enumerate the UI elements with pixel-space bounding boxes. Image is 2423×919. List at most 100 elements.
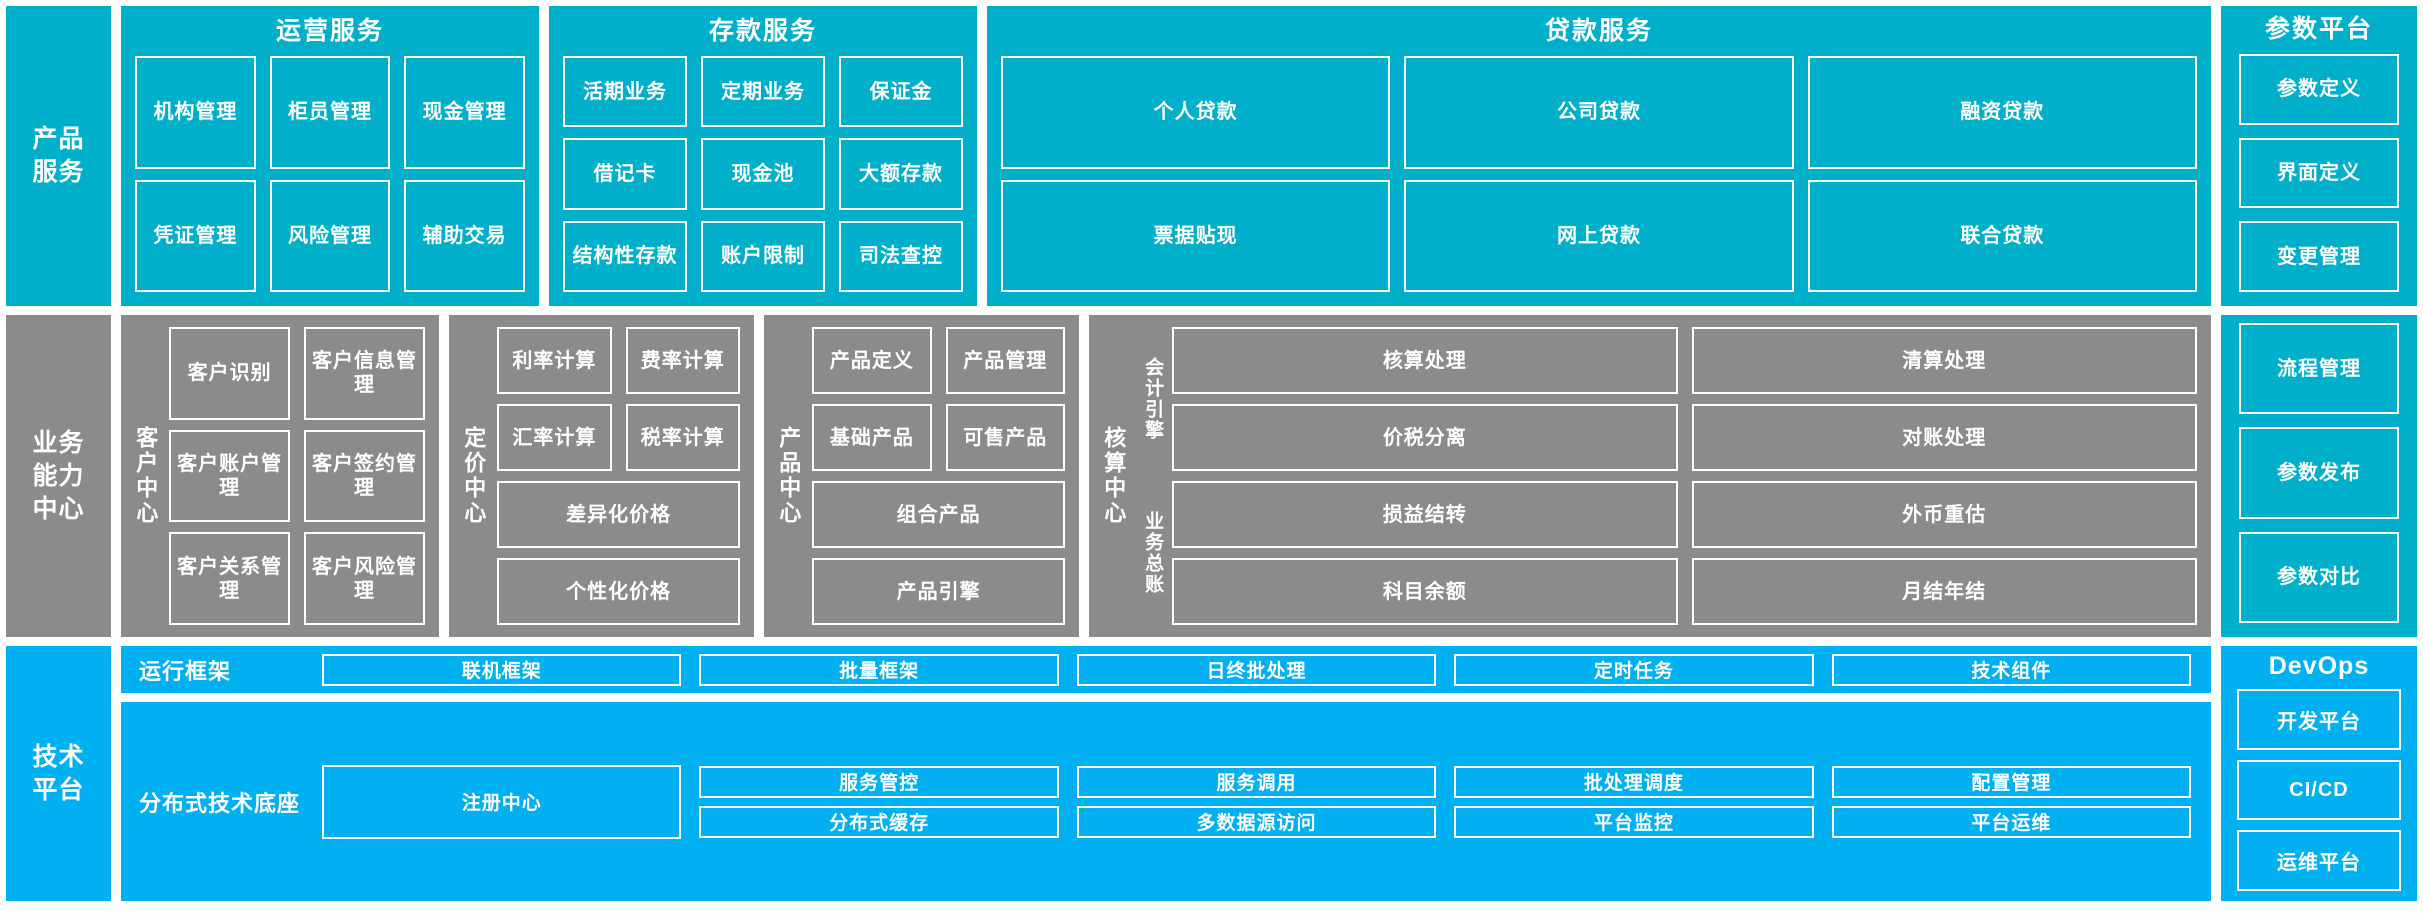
tile-batch-scheduling[interactable]: 批处理调度 [1454, 765, 1814, 798]
tile-profit-loss-carryover[interactable]: 损益结转 [1172, 481, 1678, 548]
tile-product-engine[interactable]: 产品引擎 [812, 558, 1065, 625]
business-capability-band: 业务 能力 中心 客户中心 客户识别 客户信息管理 客户账户管理 客户签约管理 … [6, 315, 2417, 637]
tile-judicial-inquiry-control[interactable]: 司法查控 [839, 220, 963, 292]
parameter-platform-tiles-continued: 流程管理 参数发布 参数对比 [2239, 323, 2399, 623]
tile-online-framework[interactable]: 联机框架 [322, 653, 682, 686]
tile-service-governance[interactable]: 服务管控 [699, 765, 1059, 798]
tech-group: 定时任务 [1454, 653, 1814, 686]
tile-foreign-currency-revaluation[interactable]: 外币重估 [1691, 481, 2198, 548]
tile-personal-loan[interactable]: 个人贷款 [1001, 56, 1391, 169]
accounting-subgroup-accounting-engine: 会计引擎 核算处理 清算处理 价税分离 对账处理 [1137, 327, 2198, 471]
tile-demand-business[interactable]: 活期业务 [563, 56, 687, 128]
runtime-framework-tiles: 联机框架 批量框架 日终批处理 定时任务 技术组件 [322, 646, 2192, 693]
tile-process-management[interactable]: 流程管理 [2239, 323, 2399, 415]
tile-debit-card[interactable]: 借记卡 [563, 138, 687, 210]
tile-risk-management[interactable]: 风险管理 [269, 179, 391, 292]
tile-time-deposit-business[interactable]: 定期业务 [701, 56, 825, 128]
tile-development-platform[interactable]: 开发平台 [2237, 689, 2401, 750]
tile-composite-product[interactable]: 组合产品 [812, 481, 1065, 548]
center-caption-pricing: 定价中心 [461, 426, 487, 526]
tile-cash-management[interactable]: 现金管理 [404, 56, 526, 169]
tile-price-tax-separation[interactable]: 价税分离 [1172, 404, 1678, 471]
tile-customer-risk-management[interactable]: 客户风险管理 [304, 532, 425, 626]
accounting-subgroup-general-ledger: 业务总账 损益结转 外币重估 科目余额 月结年结 [1137, 481, 2198, 625]
tile-personalized-pricing[interactable]: 个性化价格 [497, 558, 740, 625]
tile-registry-center[interactable]: 注册中心 [322, 764, 682, 839]
tile-margin-deposit[interactable]: 保证金 [839, 56, 963, 128]
tile-operations-platform[interactable]: 运维平台 [2237, 830, 2401, 892]
tile-interest-rate-calculation[interactable]: 利率计算 [497, 327, 612, 394]
tile-voucher-management[interactable]: 凭证管理 [135, 179, 256, 292]
tile-auxiliary-transaction[interactable]: 辅助交易 [404, 179, 526, 292]
tile-account-restriction[interactable]: 账户限制 [701, 220, 825, 292]
tile-product-management[interactable]: 产品管理 [945, 327, 1065, 394]
tile-tax-rate-calculation[interactable]: 税率计算 [625, 404, 740, 471]
layer-label-product-service-line2: 服务 [32, 158, 85, 186]
accounting-engine-body: 核算处理 清算处理 价税分离 对账处理 [1172, 327, 2198, 471]
tile-customer-account-management[interactable]: 客户账户管理 [169, 429, 291, 523]
tile-parameter-comparison[interactable]: 参数对比 [2239, 531, 2399, 623]
accounting-center-body: 会计引擎 核算处理 清算处理 价税分离 对账处理 业务总账 [1137, 327, 2198, 625]
tile-differentiated-pricing[interactable]: 差异化价格 [497, 481, 740, 548]
tile-ci-cd[interactable]: CI/CD [2237, 759, 2401, 821]
group-title-operation-service: 运营服务 [275, 17, 384, 45]
tile-parameter-definition[interactable]: 参数定义 [2239, 54, 2399, 125]
tile-row: 借记卡 现金池 大额存款 [563, 138, 963, 210]
layer-label-business-capability: 业务 能力 中心 [6, 315, 111, 637]
tile-change-management[interactable]: 变更管理 [2239, 221, 2399, 293]
tile-parameter-publish[interactable]: 参数发布 [2239, 427, 2399, 519]
tile-batch-framework[interactable]: 批量框架 [699, 653, 1059, 686]
tech-group: 技术组件 [1831, 653, 2192, 686]
tile-account-balance[interactable]: 科目余额 [1172, 558, 1678, 625]
tech-group: 批量框架 [699, 653, 1059, 686]
tech-group: 批处理调度 平台监控 [1454, 765, 1814, 838]
tile-structured-deposit[interactable]: 结构性存款 [563, 220, 687, 292]
layer-label-technical-platform-line1: 技术 [32, 742, 85, 771]
tile-large-deposit[interactable]: 大额存款 [839, 138, 963, 210]
tile-financing-loan[interactable]: 融资贷款 [1807, 56, 2197, 169]
tile-customer-contract-management[interactable]: 客户签约管理 [304, 429, 425, 523]
tile-row: 汇率计算 税率计算 [497, 404, 740, 471]
tile-customer-identification[interactable]: 客户识别 [169, 327, 291, 420]
tile-online-loan[interactable]: 网上贷款 [1404, 179, 1794, 292]
tile-bill-discount[interactable]: 票据贴现 [1001, 179, 1391, 292]
tile-customer-info-management[interactable]: 客户信息管理 [304, 327, 425, 420]
customer-center-body: 客户识别 客户信息管理 客户账户管理 客户签约管理 客户关系管理 客户风险管理 [169, 327, 425, 626]
group-title-deposit-service: 存款服务 [708, 17, 817, 45]
tile-distributed-cache[interactable]: 分布式缓存 [699, 805, 1059, 838]
tile-exchange-rate-calculation[interactable]: 汇率计算 [497, 404, 612, 471]
tile-cash-pool[interactable]: 现金池 [701, 138, 825, 210]
tile-service-invocation[interactable]: 服务调用 [1076, 765, 1437, 798]
tile-multi-datasource-access[interactable]: 多数据源访问 [1076, 805, 1437, 838]
layer-label-technical-platform: 技术 平台 [6, 646, 111, 901]
subgroup-caption-general-ledger: 业务总账 [1142, 511, 1164, 595]
tile-configuration-management[interactable]: 配置管理 [1831, 765, 2192, 798]
tile-reconciliation-processing[interactable]: 对账处理 [1691, 404, 2198, 471]
tile-technical-component[interactable]: 技术组件 [1831, 653, 2192, 686]
tile-product-definition[interactable]: 产品定义 [812, 327, 932, 394]
group-deposit-service: 存款服务 活期业务 定期业务 保证金 借记卡 现金池 大额存款 结构性存款 账户… [549, 6, 977, 306]
tile-scheduled-task[interactable]: 定时任务 [1454, 653, 1814, 686]
tile-sellable-product[interactable]: 可售产品 [945, 404, 1065, 471]
tile-basic-product[interactable]: 基础产品 [812, 404, 932, 471]
tile-corporate-loan[interactable]: 公司贷款 [1404, 56, 1794, 169]
tile-settlement-processing[interactable]: 清算处理 [1691, 327, 2198, 394]
tile-organization-management[interactable]: 机构管理 [135, 56, 256, 169]
group-title-parameter-platform: 参数平台 [2264, 15, 2373, 43]
runtime-framework-strip: 运行框架 联机框架 批量框架 日终批处理 定时任务 技术组件 [121, 646, 2211, 693]
tile-customer-relationship-management[interactable]: 客户关系管理 [169, 532, 291, 626]
deposit-service-tiles: 活期业务 定期业务 保证金 借记卡 现金池 大额存款 结构性存款 账户限制 司法… [563, 56, 963, 292]
tile-month-year-end-closing[interactable]: 月结年结 [1691, 558, 2198, 625]
tile-interface-definition[interactable]: 界面定义 [2239, 137, 2399, 209]
tile-accounting-processing[interactable]: 核算处理 [1172, 327, 1678, 394]
group-title-loan-service: 贷款服务 [1544, 17, 1653, 45]
tile-row: 产品引擎 [812, 558, 1065, 625]
tile-fee-rate-calculation[interactable]: 费率计算 [625, 327, 740, 394]
tile-syndicated-loan[interactable]: 联合贷款 [1807, 179, 2197, 292]
tile-row: 客户识别 客户信息管理 [169, 327, 425, 420]
layer-label-business-capability-line1: 业务 [32, 428, 85, 457]
tile-platform-monitoring[interactable]: 平台监控 [1454, 805, 1814, 838]
tile-teller-management[interactable]: 柜员管理 [269, 56, 391, 169]
tile-end-of-day-batch-processing[interactable]: 日终批处理 [1076, 653, 1437, 686]
tile-platform-operations[interactable]: 平台运维 [1831, 805, 2192, 838]
